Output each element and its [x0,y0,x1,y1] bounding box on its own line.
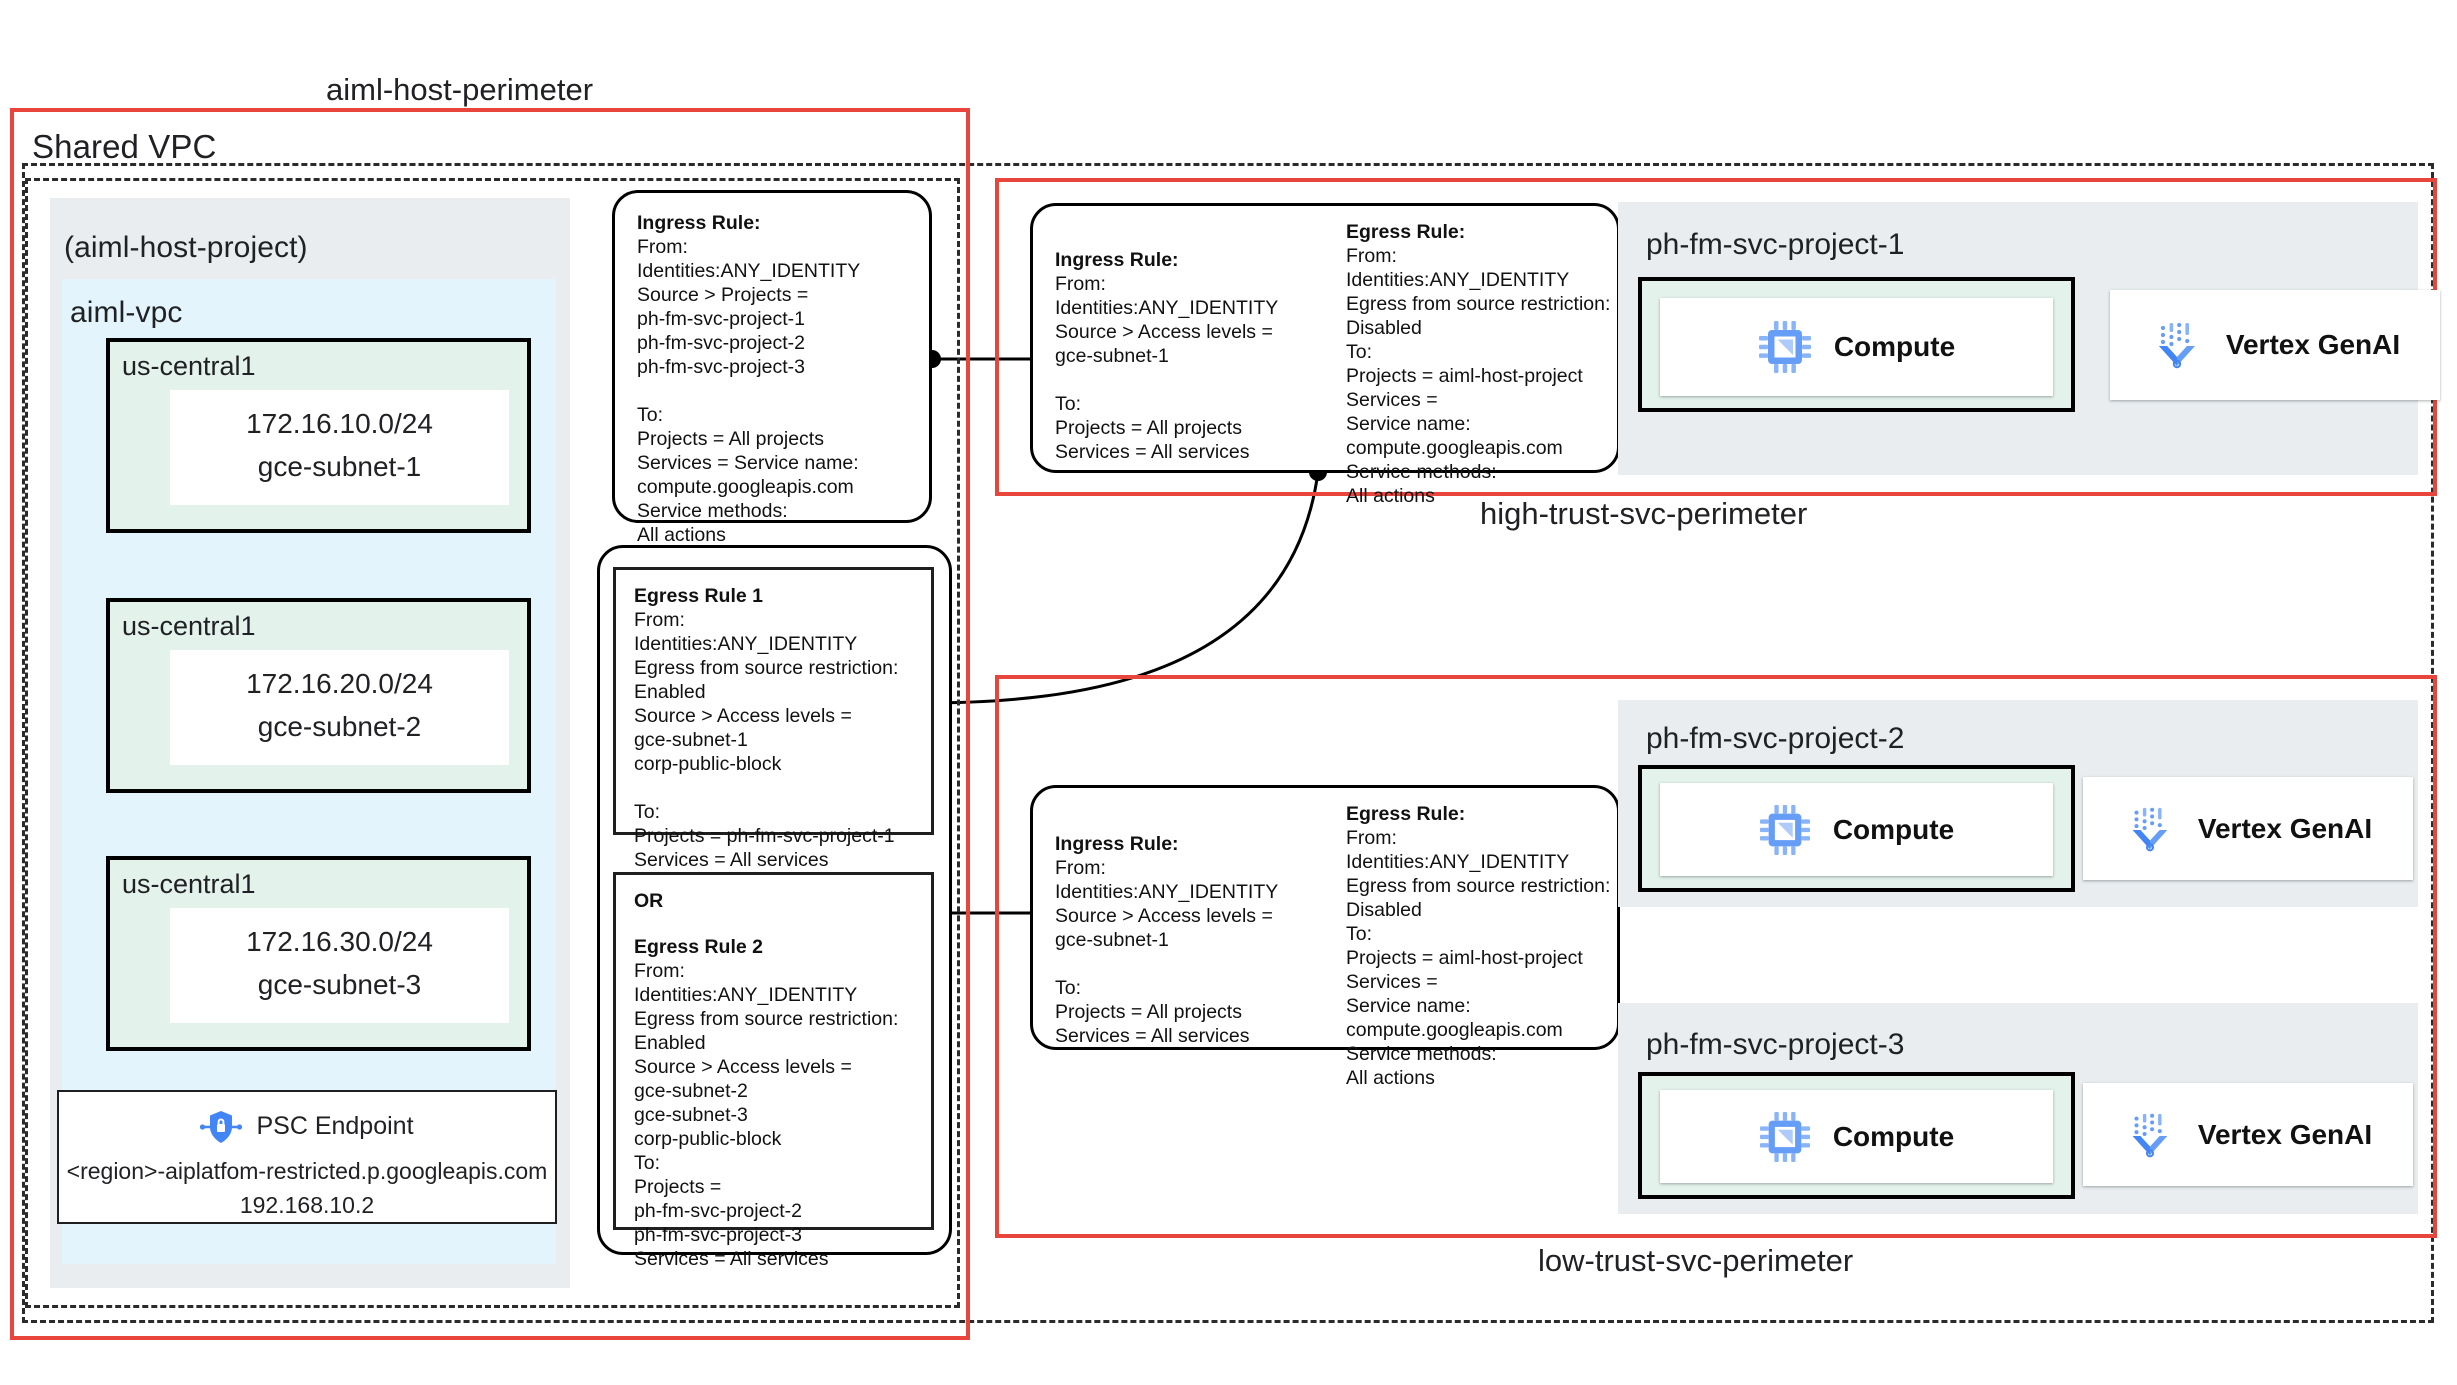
high-trust-ingress-body: From: Identities:ANY_IDENTITY Source > A… [1055,273,1279,463]
subnet-name: gce-subnet-1 [257,451,422,483]
compute-chip-icon [1759,804,1811,856]
high-trust-perimeter-label: high-trust-svc-perimeter [1480,496,1808,531]
subnet-region-label: us-central1 [122,869,256,899]
organization-boundary [22,163,2434,1323]
compute-card[interactable]: Compute [1660,298,2053,396]
low-trust-perimeter-label: low-trust-svc-perimeter [1538,1243,1854,1278]
low-trust-perimeter-boundary [995,675,2437,1238]
subnet-detail-box: 172.16.10.0/24 gce-subnet-1 [170,389,509,505]
vertex-genai-label: Vertex GenAI [2225,329,2401,360]
project-title-ph-fm-svc-project-1: ph-fm-svc-project-1 [1646,228,1905,261]
psc-shield-lock-icon [200,1109,243,1145]
subnet-region-label: us-central1 [122,351,256,381]
compute-card[interactable]: Compute [1660,1090,2053,1183]
vertex-genai-card[interactable]: Vertex GenAI [2083,1083,2413,1186]
subnet-detail-box: 172.16.30.0/24 gce-subnet-3 [170,907,509,1023]
host-project-dashed-boundary [25,178,960,1308]
vertex-genai-label: Vertex GenAI [2197,812,2373,844]
low-trust-egress-rule: Egress Rule: From: Identities:ANY_IDENTI… [1346,802,1618,1090]
low-trust-ingress-body: From: Identities:ANY_IDENTITY Source > A… [1055,857,1279,1047]
aiml-host-perimeter-title: aiml-host-perimeter [326,72,594,107]
compute-label: Compute [1832,1120,1955,1152]
or-label: OR [634,890,664,912]
vertex-genai-icon [2150,318,2204,372]
psc-endpoint-title: PSC Endpoint [256,1112,414,1140]
subnet-region-box: us-central1 172.16.20.0/24 gce-subnet-2 [106,598,531,793]
compute-label: Compute [1832,813,1955,845]
aiml-host-perimeter-boundary [10,108,970,1340]
compute-container-3: Compute [1638,1072,2075,1199]
egress-rule-1-box: Egress Rule 1 From: Identities:ANY_IDENT… [613,567,934,871]
high-trust-ingress-heading: Ingress Rule: [1055,249,1179,271]
egress-rule-1-body: From: Identities:ANY_IDENTITY Egress fro… [634,609,899,871]
shared-vpc-label: Shared VPC [32,128,217,165]
psc-endpoint-header: PSC Endpoint [59,1108,555,1146]
compute-container-2: Compute [1638,765,2075,892]
high-trust-egress-heading: Egress Rule: [1346,221,1466,243]
psc-endpoint-ip: 192.168.10.2 [239,1192,375,1218]
low-trust-ingress-heading: Ingress Rule: [1055,833,1179,855]
high-trust-egress-rule: Egress Rule: From: Identities:ANY_IDENTI… [1346,220,1618,508]
subnet-region-label: us-central1 [122,611,256,641]
subnet-cidr: 172.16.30.0/24 [246,925,433,957]
project-title-ph-fm-svc-project-2: ph-fm-svc-project-2 [1646,722,1905,755]
vertex-genai-card[interactable]: Vertex GenAI [2110,290,2440,400]
vertex-genai-icon [2124,1109,2176,1161]
subnet-detail-box: 172.16.20.0/24 gce-subnet-2 [170,649,509,765]
subnet-cidr: 172.16.10.0/24 [246,407,433,439]
host-ingress-rule-heading: Ingress Rule: [637,212,761,234]
low-trust-egress-body: From: Identities:ANY_IDENTITY Egress fro… [1346,827,1611,1089]
high-trust-rules-box: Ingress Rule: From: Identities:ANY_IDENT… [1030,203,1620,507]
compute-label: Compute [1833,331,1956,362]
low-trust-rules-box: Ingress Rule: From: Identities:ANY_IDENT… [1030,785,1620,1089]
host-ingress-rule-box: Ingress Rule: From: Identities:ANY_IDENT… [612,190,932,546]
subnet-region-box: us-central1 172.16.30.0/24 gce-subnet-3 [106,856,531,1051]
low-trust-ingress-rule: Ingress Rule: From: Identities:ANY_IDENT… [1055,832,1325,1048]
low-trust-egress-heading: Egress Rule: [1346,803,1466,825]
egress-rule-2-heading: Egress Rule 2 [634,936,763,958]
aiml-host-project-label: (aiml-host-project) [64,231,308,264]
vertex-genai-icon [2124,803,2176,855]
subnet-region-box: us-central1 172.16.10.0/24 gce-subnet-1 [106,338,531,533]
psc-endpoint-box: PSC Endpoint <region>-aiplatfom-restrict… [57,1090,557,1224]
egress-rule-2-box: OR Egress Rule 2 From: Identities:ANY_ID… [613,872,934,1270]
subnet-name: gce-subnet-3 [257,969,422,1001]
project-title-ph-fm-svc-project-3: ph-fm-svc-project-3 [1646,1028,1905,1061]
aiml-vpc-label: aiml-vpc [70,296,183,329]
vertex-genai-label: Vertex GenAI [2197,1118,2373,1150]
host-ingress-rule-body: From: Identities:ANY_IDENTITY Source > P… [637,236,861,546]
vertex-genai-card[interactable]: Vertex GenAI [2083,777,2413,880]
high-trust-ingress-rule: Ingress Rule: From: Identities:ANY_IDENT… [1055,248,1325,464]
compute-chip-icon [1759,1111,1811,1163]
subnet-name: gce-subnet-2 [257,711,422,743]
high-trust-egress-body: From: Identities:ANY_IDENTITY Egress fro… [1346,245,1611,507]
compute-card[interactable]: Compute [1660,783,2053,876]
subnet-cidr: 172.16.20.0/24 [246,667,433,699]
egress-rule-1-heading: Egress Rule 1 [634,585,763,607]
compute-chip-icon [1758,320,1812,374]
psc-endpoint-hostname: <region>-aiplatfom-restricted.p.googleap… [66,1157,548,1184]
compute-container-1: Compute [1638,277,2075,412]
egress-rule-2-body: From: Identities:ANY_IDENTITY Egress fro… [634,960,899,1270]
